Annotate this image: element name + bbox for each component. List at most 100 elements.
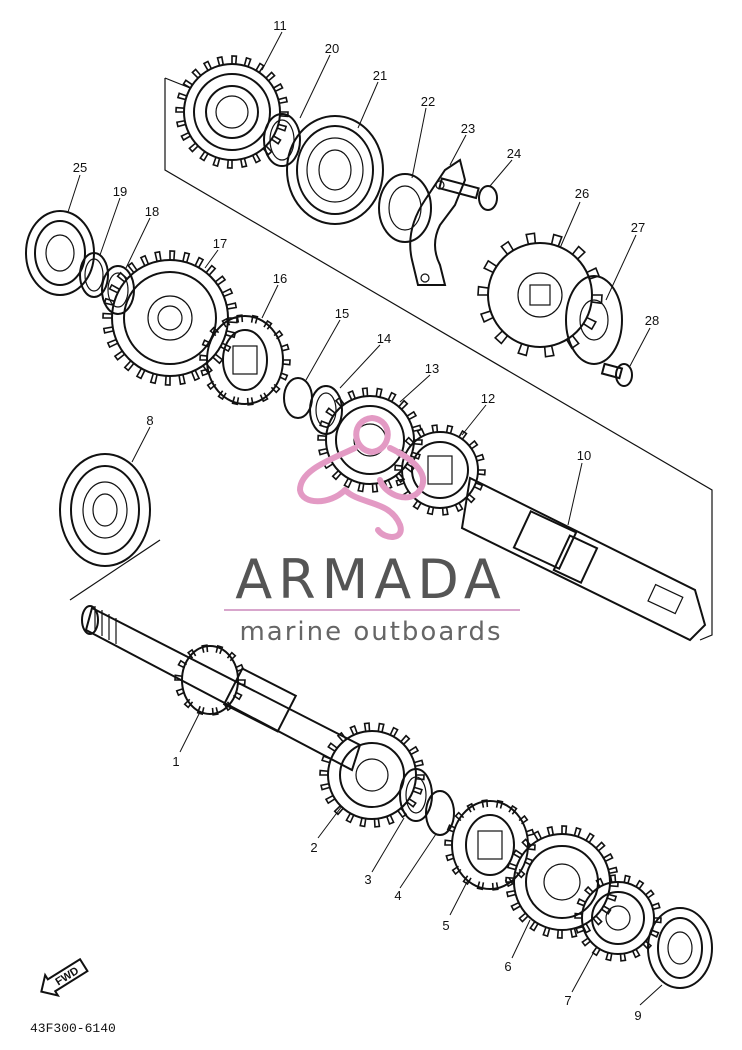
gear-tooth bbox=[635, 879, 645, 890]
gear-tooth bbox=[444, 839, 453, 846]
watermark-subtitle: marine outboards bbox=[239, 617, 502, 647]
gear-tooth bbox=[206, 380, 217, 391]
gear-tooth bbox=[200, 368, 210, 377]
gear-tooth bbox=[412, 786, 423, 795]
lock-washer-27 bbox=[565, 275, 623, 365]
gear-tooth bbox=[221, 317, 231, 328]
bearing-9 bbox=[647, 907, 713, 989]
gear-tooth bbox=[276, 123, 288, 132]
gear-tooth bbox=[543, 345, 555, 358]
gear-tooth bbox=[250, 314, 259, 324]
gear-tooth bbox=[586, 267, 601, 280]
gear-tooth bbox=[477, 469, 486, 476]
circlip-19 bbox=[79, 252, 109, 298]
gear-tooth bbox=[582, 316, 597, 331]
gear-tooth bbox=[462, 875, 472, 886]
part-label-28: 28 bbox=[645, 313, 659, 328]
gear-tooth bbox=[525, 828, 535, 837]
part-label-27: 27 bbox=[631, 220, 645, 235]
gear-tooth bbox=[255, 62, 265, 73]
gear-tooth bbox=[343, 477, 353, 489]
gear-tooth bbox=[174, 674, 183, 681]
gear-tooth bbox=[556, 929, 563, 939]
gear-tooth bbox=[609, 874, 617, 883]
part-label-22: 22 bbox=[421, 94, 435, 109]
gear-tooth bbox=[375, 387, 383, 398]
gear-tooth bbox=[454, 502, 464, 513]
gear-tooth bbox=[183, 698, 194, 709]
gear-tooth bbox=[506, 862, 518, 871]
gear-tooth bbox=[573, 826, 582, 838]
gear-tooth bbox=[278, 96, 289, 105]
gear-tooth bbox=[585, 832, 595, 843]
gear-tooth bbox=[481, 799, 489, 808]
gear-tooth bbox=[651, 902, 661, 911]
gear-tooth bbox=[406, 410, 418, 421]
gear-tooth bbox=[451, 865, 462, 876]
gear-tooth bbox=[377, 722, 385, 733]
gear-17 bbox=[102, 250, 238, 386]
gear-tooth bbox=[581, 937, 591, 947]
gear-tooth bbox=[176, 92, 188, 101]
gear-tooth bbox=[603, 852, 614, 863]
gear-tooth bbox=[221, 287, 234, 298]
gear-tooth bbox=[259, 392, 269, 403]
gear-tooth bbox=[650, 929, 660, 938]
gear-tooth bbox=[319, 769, 329, 776]
gear-tooth bbox=[595, 877, 605, 888]
gear-tooth bbox=[232, 691, 243, 701]
gear-tooth bbox=[406, 798, 417, 808]
gear-tooth bbox=[398, 399, 409, 410]
gear-tooth bbox=[404, 436, 415, 447]
gear-tooth bbox=[394, 464, 403, 471]
gear-tooth bbox=[631, 948, 641, 959]
gear-tooth bbox=[231, 396, 240, 406]
gear-tooth bbox=[188, 142, 199, 153]
gear-tooth bbox=[199, 151, 209, 162]
gear-tooth bbox=[271, 135, 282, 145]
gear-tooth bbox=[606, 893, 618, 902]
oil-seal-22 bbox=[378, 173, 432, 243]
gear-tooth bbox=[217, 390, 227, 401]
gear-tooth bbox=[591, 294, 603, 305]
part-label-9: 9 bbox=[634, 1008, 641, 1023]
drawing-code: 43F300-6140 bbox=[30, 1021, 116, 1036]
gear-tooth bbox=[371, 483, 379, 493]
gear-tooth bbox=[327, 742, 338, 752]
gear-tooth bbox=[331, 470, 342, 481]
gear-tooth bbox=[212, 353, 224, 365]
gear-tooth bbox=[465, 493, 476, 504]
part-label-18: 18 bbox=[145, 204, 159, 219]
gear-tooth bbox=[270, 383, 281, 394]
gear-tooth bbox=[504, 877, 514, 888]
gear-tooth bbox=[595, 841, 606, 852]
gear-tooth bbox=[495, 799, 504, 809]
part-label-24: 24 bbox=[507, 146, 521, 161]
gear-tooth bbox=[575, 925, 585, 934]
gear-tooth bbox=[359, 817, 367, 828]
gear-tooth bbox=[237, 679, 246, 686]
gear-tooth bbox=[178, 374, 186, 386]
part-label-13: 13 bbox=[425, 361, 439, 376]
gear-tooth bbox=[236, 314, 244, 323]
main-shaft-1 bbox=[81, 605, 362, 772]
gear-tooth bbox=[466, 802, 476, 813]
gear-tooth bbox=[445, 424, 454, 434]
part-number-labels: 11 20 21 22 23 24 25 19 18 17 16 15 14 1… bbox=[73, 18, 659, 1023]
gear-tooth bbox=[196, 705, 205, 716]
gear-tooth bbox=[199, 354, 208, 361]
gear-tooth bbox=[282, 359, 291, 366]
gear-tooth bbox=[226, 159, 233, 169]
fwd-direction-marker: FWD bbox=[40, 957, 89, 997]
part-label-17: 17 bbox=[213, 236, 227, 251]
gear-tooth bbox=[324, 794, 336, 805]
gear-tooth bbox=[194, 256, 205, 268]
upper-group-outline bbox=[69, 77, 713, 641]
sprocket-26 bbox=[477, 232, 603, 358]
part-label-19: 19 bbox=[113, 184, 127, 199]
part-label-5: 5 bbox=[442, 918, 449, 933]
gear-tooth bbox=[123, 360, 135, 372]
gear-tooth bbox=[569, 928, 578, 939]
part-label-3: 3 bbox=[364, 872, 371, 887]
gear-tooth bbox=[571, 245, 586, 260]
